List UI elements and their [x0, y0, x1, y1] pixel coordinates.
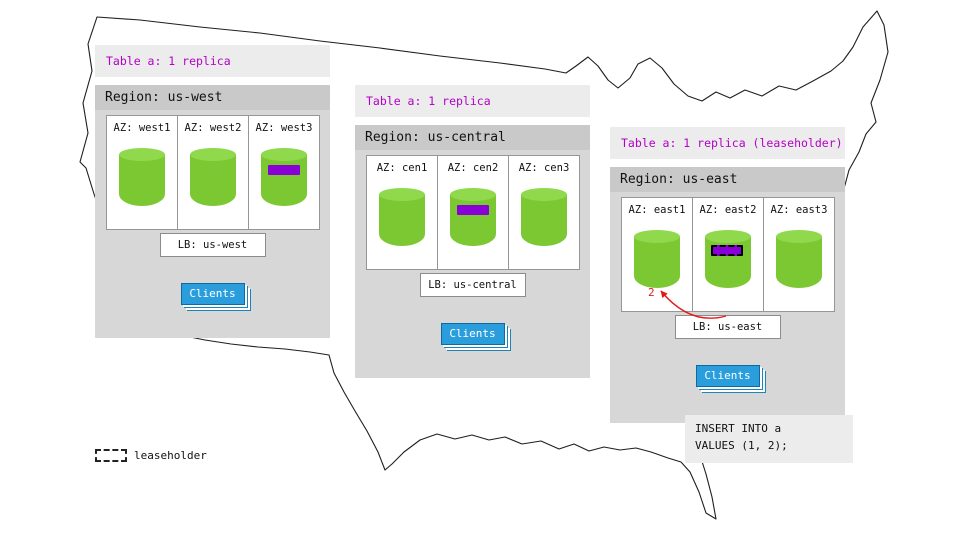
- cylinder-body: [634, 236, 680, 288]
- cylinder-body: [379, 194, 425, 246]
- database-cylinder-icon: [776, 230, 822, 288]
- region-title: Region: us-west: [95, 85, 330, 110]
- az-label: AZ: cen2: [447, 162, 499, 174]
- cylinder-body: [776, 236, 822, 288]
- region-panel-body: Region: us-east AZ: east1 AZ: east2 AZ: …: [610, 167, 845, 423]
- database-cylinder-icon: [450, 188, 496, 246]
- az-box-cen2: AZ: cen2: [437, 155, 509, 270]
- load-balancer-us-central: LB: us-central: [419, 273, 526, 297]
- region-panel-body: Region: us-central AZ: cen1 AZ: cen2 AZ:…: [355, 125, 590, 378]
- az-box-west1: AZ: west1: [106, 115, 178, 230]
- region-panel-us-west: Table a: 1 replica Region: us-west AZ: w…: [95, 45, 330, 338]
- replica-indicator: [457, 205, 489, 215]
- cylinder-top: [705, 230, 751, 243]
- clients-button: Clients: [440, 323, 505, 345]
- cylinder-top: [190, 148, 236, 161]
- az-box-east3: AZ: east3: [763, 197, 835, 312]
- az-box-east1: AZ: east1: [621, 197, 693, 312]
- cylinder-body: [119, 154, 165, 206]
- cylinder-top: [119, 148, 165, 161]
- cylinder-top: [379, 188, 425, 201]
- az-box-cen1: AZ: cen1: [366, 155, 438, 270]
- clients-button: Clients: [180, 283, 245, 305]
- az-label: AZ: east2: [699, 204, 757, 216]
- az-row: AZ: cen1 AZ: cen2 AZ: cen3: [355, 155, 590, 270]
- legend: leaseholder: [95, 449, 207, 462]
- cylinder-body: [521, 194, 567, 246]
- cylinder-top: [261, 148, 307, 161]
- region-title: Region: us-central: [355, 125, 590, 150]
- az-box-west2: AZ: west2: [177, 115, 249, 230]
- region-panel-us-central: Table a: 1 replica Region: us-central AZ…: [355, 85, 590, 378]
- az-box-west3: AZ: west3: [248, 115, 320, 230]
- table-replica-label: Table a: 1 replica: [355, 85, 590, 117]
- az-label: AZ: west2: [184, 122, 242, 134]
- database-cylinder-icon: [705, 230, 751, 288]
- cylinder-top: [776, 230, 822, 243]
- sql-statement: INSERT INTO a VALUES (1, 2);: [685, 415, 853, 463]
- database-cylinder-icon: [261, 148, 307, 206]
- replica-indicator: [268, 165, 300, 175]
- region-panel-body: Region: us-west AZ: west1 AZ: west2 AZ: …: [95, 85, 330, 338]
- az-row: AZ: west1 AZ: west2 AZ: west3: [95, 115, 330, 230]
- az-box-east2: AZ: east2: [692, 197, 764, 312]
- cylinder-body: [450, 194, 496, 246]
- database-cylinder-icon: [521, 188, 567, 246]
- load-balancer-us-west: LB: us-west: [159, 233, 266, 257]
- cylinder-body: [261, 154, 307, 206]
- leaseholder-legend-icon: [95, 449, 127, 462]
- cylinder-body: [705, 236, 751, 288]
- az-label: AZ: west3: [255, 122, 313, 134]
- leaseholder-indicator: [711, 245, 743, 256]
- cylinder-top: [450, 188, 496, 201]
- region-title: Region: us-east: [610, 167, 845, 192]
- az-label: AZ: east3: [770, 204, 828, 216]
- az-box-cen3: AZ: cen3: [508, 155, 580, 270]
- load-balancer-us-east: LB: us-east: [674, 315, 781, 339]
- cylinder-body: [190, 154, 236, 206]
- database-cylinder-icon: [190, 148, 236, 206]
- cylinder-top: [634, 230, 680, 243]
- legend-label: leaseholder: [134, 449, 207, 462]
- az-label: AZ: cen1: [376, 162, 428, 174]
- az-label: AZ: west1: [113, 122, 171, 134]
- az-label: AZ: cen3: [518, 162, 570, 174]
- az-label: AZ: east1: [628, 204, 686, 216]
- az-row: AZ: east1 AZ: east2 AZ: east3: [610, 197, 845, 312]
- database-cylinder-icon: [119, 148, 165, 206]
- database-cylinder-icon: [634, 230, 680, 288]
- table-replica-leaseholder-label: Table a: 1 replica (leaseholder): [610, 127, 845, 159]
- insert-value-label: 2: [648, 286, 655, 299]
- cylinder-top: [521, 188, 567, 201]
- database-cylinder-icon: [379, 188, 425, 246]
- clients-button: Clients: [695, 365, 760, 387]
- table-replica-label: Table a: 1 replica: [95, 45, 330, 77]
- region-panel-us-east: Table a: 1 replica (leaseholder) Region:…: [610, 127, 845, 423]
